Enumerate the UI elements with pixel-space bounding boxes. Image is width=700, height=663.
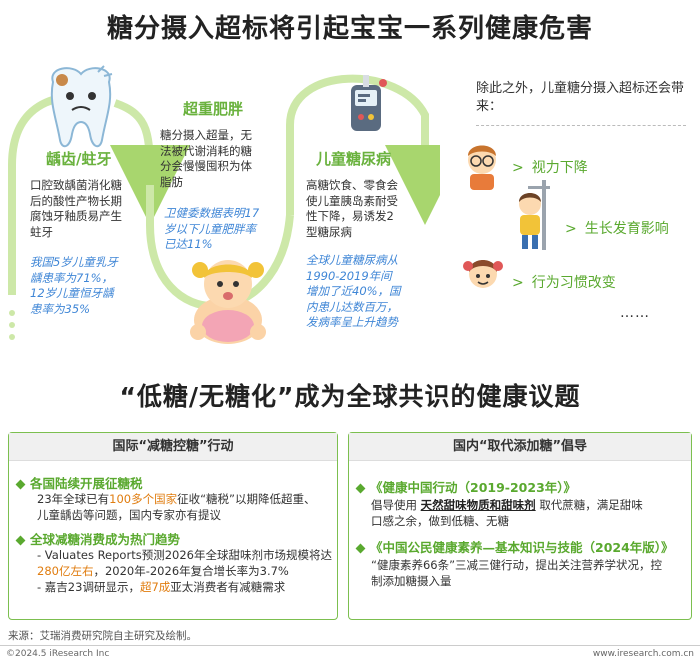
more-ellipsis: …… xyxy=(620,305,650,321)
domestic-item1-text: 倡导使用 天然甜味物质和甜味剂 取代蔗糖，满足甜味 口感之余，做到低糖、无糖 xyxy=(371,498,643,528)
diamond-icon xyxy=(15,479,26,490)
intl-item2-text: - Valuates Reports预测2026年全球甜味剂市场规模将达 280… xyxy=(37,548,332,594)
kid-girl-icon xyxy=(463,260,503,288)
domestic-item2-title: 《中国公民健康素养—基本知识与技能（2024年版）》 xyxy=(355,537,674,556)
domestic-box: 国内“取代添加糖”倡导 《健康中国行动（2019-2023年）》 倡导使用 天然… xyxy=(348,432,692,620)
website-link[interactable]: www.iresearch.com.cn xyxy=(592,649,694,659)
kid-glasses-icon xyxy=(468,145,496,190)
side-intro: 除此之外，儿童糖分摄入超标还会带来： xyxy=(476,81,685,114)
caries-desc: 口腔致龋菌消化糖 后的酸性产物长期 腐蚀牙釉质易产生 蛀牙 xyxy=(30,178,122,239)
intl-item1-title: 各国陆续开展征糖税 xyxy=(15,473,143,492)
diabetes-stat: 全球儿童糖尿病从 1990-2019年间 增加了近40%，国 内患儿达数百万， … xyxy=(306,253,401,329)
divider xyxy=(476,125,686,126)
effect-behavior: >行为习惯改变 xyxy=(512,275,616,291)
diamond-icon xyxy=(355,543,366,554)
domestic-head: 国内“取代添加糖”倡导 xyxy=(349,433,691,461)
fat-baby-icon xyxy=(190,260,266,344)
domestic-item2-text: “健康素养66条”三减三健行动，提出关注营养学状况，控 制添加糖摄入量 xyxy=(371,558,663,588)
diamond-icon xyxy=(15,535,26,546)
intl-item2-title: 全球减糖消费成为热门趋势 xyxy=(15,529,180,548)
chevron-right-icon: > xyxy=(565,221,577,237)
chevron-right-icon: > xyxy=(512,160,524,176)
source-note: 来源：艾瑞消费研究院自主研究及绘制。 xyxy=(8,630,197,642)
glucose-meter-icon xyxy=(351,75,387,131)
tooth-icon xyxy=(50,65,113,148)
intl-box: 国际“减糖控糖”行动 各国陆续开展征糖税 23年全球已有100多个国家征收“糖税… xyxy=(8,432,338,620)
effect-growth: >生长发育影响 xyxy=(565,221,669,237)
domestic-item1-title: 《健康中国行动（2019-2023年）》 xyxy=(355,477,576,496)
obesity-title: 超重肥胖 xyxy=(183,100,244,118)
kid-height-icon xyxy=(519,180,550,250)
diabetes-desc: 高糖饮食、零食会 使儿童胰岛素耐受 性下降，易诱发2 型糖尿病 xyxy=(306,178,398,239)
footer-divider xyxy=(0,645,700,646)
intl-head: 国际“减糖控糖”行动 xyxy=(9,433,337,461)
section-title: “低糖/无糖化”成为全球共识的健康议题 xyxy=(119,382,581,411)
diabetes-title: 儿童糖尿病 xyxy=(316,150,392,168)
effect-vision: >视力下降 xyxy=(512,160,588,176)
caries-title: 龋齿/蛀牙 xyxy=(46,150,112,168)
intl-item1-text: 23年全球已有100多个国家征收“糖税”以期降低超重、 儿童龋齿等问题，国内专家… xyxy=(37,492,316,522)
obesity-stat: 卫健委数据表明17 岁以下儿童肥胖率 已达11% xyxy=(164,206,260,251)
copyright: ©2024.5 iResearch Inc xyxy=(6,649,110,659)
chevron-right-icon: > xyxy=(512,275,524,291)
caries-stat: 我国5岁儿童乳牙 龋患率为71%， 12岁儿童恒牙龋 患率为35% xyxy=(30,255,118,316)
obesity-desc: 糖分摄入超量，无 法被代谢消耗的糖 分会慢慢囤积为体 脂肪 xyxy=(160,128,252,189)
diamond-icon xyxy=(355,483,366,494)
page-title: 糖分摄入超标将引起宝宝一系列健康危害 xyxy=(106,14,593,44)
